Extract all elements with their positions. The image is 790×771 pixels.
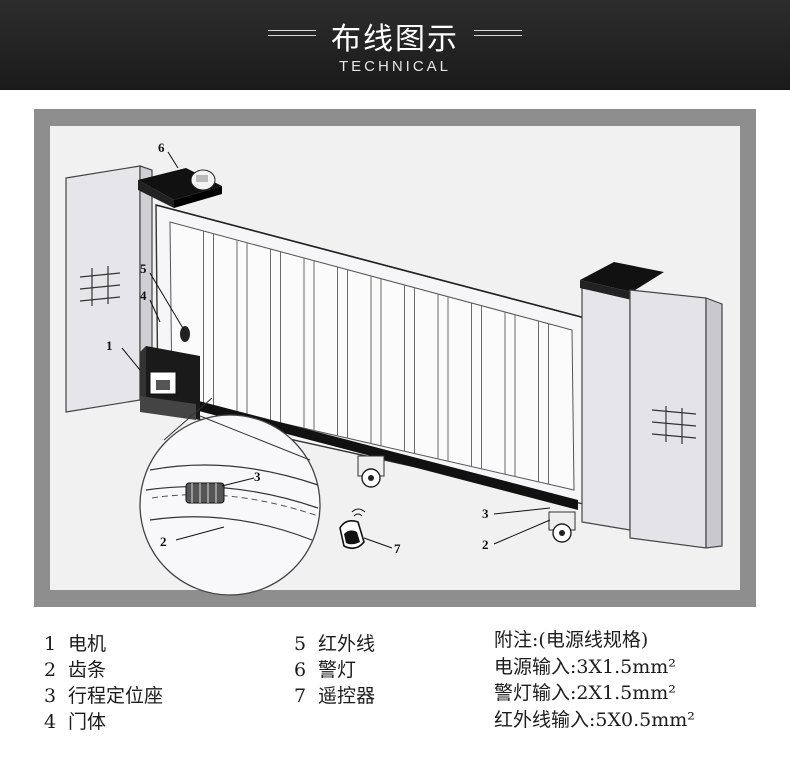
callout-1: 1 <box>106 338 113 353</box>
page-subtitle: TECHNICAL <box>338 58 451 75</box>
header-banner: 布线图示 TECHNICAL <box>0 0 790 90</box>
gate-wheel-2 <box>548 511 576 543</box>
callout-3-detail: 3 <box>254 469 261 484</box>
limit-seat-detail <box>185 482 225 504</box>
infrared-sensor <box>180 326 190 342</box>
remote-control <box>339 508 366 550</box>
note-line: 警灯输入:2X1.5mm² <box>494 682 676 704</box>
left-pillar-vent <box>79 266 121 306</box>
gate-wheel-1 <box>357 455 385 488</box>
title-rule-right <box>474 30 522 31</box>
title-rule-left <box>268 30 316 31</box>
right-pillar-vent <box>651 406 697 444</box>
page-title: 布线图示 <box>331 22 459 57</box>
note-title: 附注:(电源线规格) <box>494 629 649 651</box>
title-rule-right-2 <box>474 35 522 36</box>
right-pillar-small <box>580 262 664 531</box>
callout-3: 3 <box>482 506 489 521</box>
callout-5: 5 <box>140 261 147 276</box>
wiring-spec-note: 附注:(电源线规格) 电源输入:3X1.5mm² 警灯输入:2X1.5mm² 红… <box>494 627 695 733</box>
callout-6: 6 <box>158 140 165 155</box>
detail-zoom-circle <box>139 397 321 596</box>
callout-7: 7 <box>394 541 401 556</box>
callout-4: 4 <box>140 288 147 303</box>
warning-light <box>138 168 222 208</box>
left-pillar <box>65 165 153 413</box>
motor <box>140 346 200 420</box>
callout-2: 2 <box>482 537 489 552</box>
callout-2-detail: 2 <box>160 534 167 549</box>
note-line: 红外线输入:5X0.5mm² <box>494 708 695 731</box>
right-pillar-large <box>629 289 723 549</box>
note-line: 电源输入:3X1.5mm² <box>494 655 676 678</box>
leader-lines <box>121 151 551 549</box>
title-rule-left-2 <box>268 35 316 36</box>
rack <box>195 400 578 510</box>
